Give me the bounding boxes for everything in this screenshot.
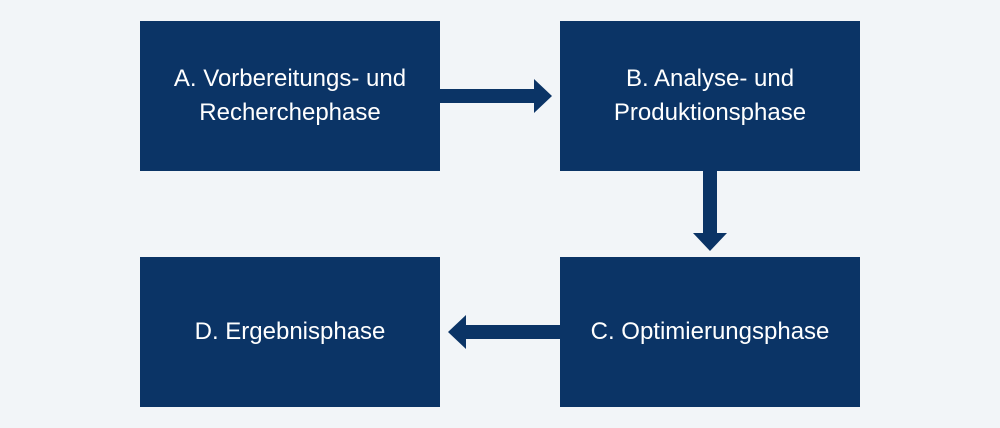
phase-c-box: C. Optimierungsphase: [560, 257, 860, 407]
phase-b-label: B. Analyse- und Produktionsphase: [613, 65, 807, 126]
phase-b-box: B. Analyse- und Produktionsphase: [560, 21, 860, 171]
arrow-right-icon: [440, 79, 552, 113]
phase-d-box: D. Ergebnisphase: [140, 257, 440, 407]
phase-a-box: A. Vorbereitungs- und Recherchephase: [140, 21, 440, 171]
phase-a-label: A. Vorbereitungs- und Recherchephase: [173, 65, 407, 126]
arrow-left-icon: [448, 315, 560, 349]
phase-d-label: D. Ergebnisphase: [194, 318, 386, 345]
phase-c-label: C. Optimierungsphase: [590, 318, 830, 345]
arrow-down-icon: [693, 171, 727, 251]
